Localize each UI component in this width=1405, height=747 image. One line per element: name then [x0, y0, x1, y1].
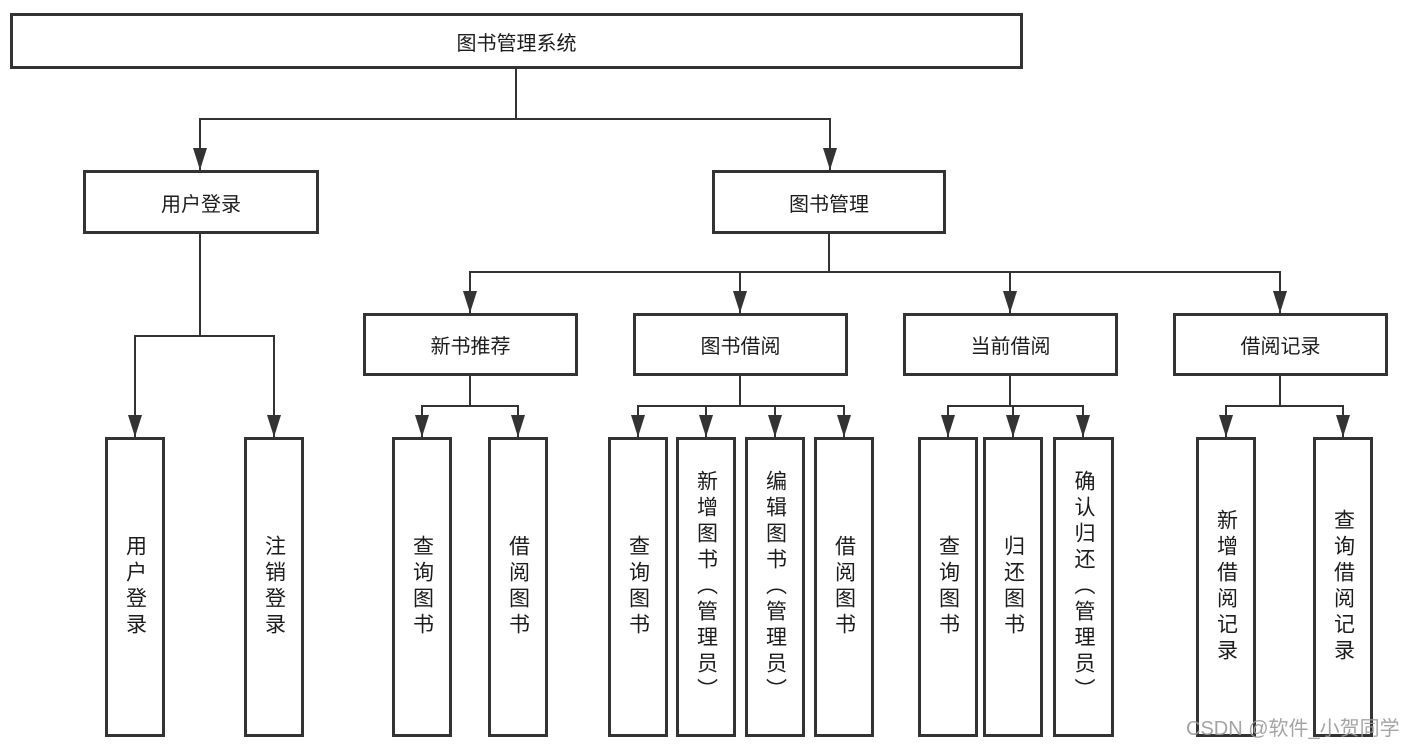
- node-label: 确认归还（管理员）: [1072, 470, 1095, 704]
- arrow-down-icon: [699, 415, 713, 437]
- node-label: 借阅记录: [1240, 336, 1321, 358]
- connector-hline: [469, 271, 1281, 273]
- node-label: 新书推荐: [430, 336, 511, 358]
- node-borrowing-records: 借阅记录: [1173, 313, 1388, 376]
- node-user-login: 用户登录: [83, 170, 319, 234]
- connector-vline: [199, 118, 201, 170]
- arrow-down-icon: [733, 291, 747, 313]
- connector-vline: [469, 376, 471, 406]
- leaf-return-books: 归还图书: [983, 437, 1043, 737]
- arrow-down-icon: [128, 415, 142, 437]
- leaf-borrow-books: 借阅图书: [814, 437, 874, 737]
- node-current-borrowing: 当前借阅: [903, 313, 1118, 376]
- node-label: 查询图书: [410, 535, 434, 639]
- node-label: 借阅图书: [506, 535, 530, 639]
- arrow-down-icon: [1219, 415, 1233, 437]
- leaf-add-books-admin: 新增图书（管理员）: [676, 437, 736, 737]
- connector-vline: [1279, 376, 1281, 406]
- node-label: 查询借阅记录: [1331, 509, 1355, 665]
- node-label: 图书借阅: [700, 336, 781, 358]
- arrow-down-icon: [823, 148, 837, 170]
- connector-vline: [828, 234, 830, 272]
- leaf-borrow-books-recommend: 借阅图书: [488, 437, 548, 737]
- node-label: 当前借阅: [970, 336, 1051, 358]
- leaf-query-books-borrow: 查询图书: [608, 437, 668, 737]
- node-new-book-recommendation: 新书推荐: [363, 313, 578, 376]
- node-label: 新增图书（管理员）: [694, 470, 718, 704]
- arrow-down-icon: [1003, 291, 1017, 313]
- node-label: 归还图书: [1001, 535, 1025, 639]
- leaf-edit-books-admin: 编辑图书（管理员）: [745, 437, 805, 737]
- connector-hline: [637, 405, 845, 407]
- leaf-query-books-current: 查询图书: [918, 437, 978, 737]
- node-label: 用户登录: [161, 193, 241, 216]
- leaf-query-borrow-record: 查询借阅记录: [1313, 437, 1373, 737]
- leaf-confirm-return-admin: 确认归还（管理员）: [1053, 437, 1114, 737]
- connector-vline: [199, 234, 201, 336]
- node-label: 编辑图书（管理员）: [763, 470, 787, 704]
- node-book-borrowing: 图书借阅: [633, 313, 848, 376]
- node-book-management: 图书管理: [712, 170, 946, 234]
- connector-hline: [947, 405, 1084, 407]
- connector-hline: [134, 335, 275, 337]
- connector-vline: [1009, 376, 1011, 406]
- arrow-down-icon: [837, 415, 851, 437]
- arrow-down-icon: [193, 148, 207, 170]
- arrow-down-icon: [631, 415, 645, 437]
- node-label: 新增借阅记录: [1214, 509, 1238, 665]
- arrow-down-icon: [1076, 415, 1090, 437]
- node-label: 查询图书: [626, 535, 650, 639]
- connector-hline: [1225, 405, 1344, 407]
- arrow-down-icon: [267, 415, 281, 437]
- connector-hline: [199, 118, 831, 120]
- leaf-query-books-recommend: 查询图书: [392, 437, 452, 737]
- arrow-down-icon: [941, 415, 955, 437]
- node-label: 查询图书: [936, 535, 960, 639]
- connector-vline: [739, 376, 741, 406]
- connector-vline: [134, 335, 136, 437]
- leaf-logout: 注销登录: [244, 437, 304, 737]
- leaf-add-borrow-record: 新增借阅记录: [1196, 437, 1256, 737]
- node-label: 注销登录: [262, 535, 286, 639]
- arrow-down-icon: [511, 415, 525, 437]
- connector-hline: [421, 405, 519, 407]
- node-label: 图书管理: [789, 193, 869, 216]
- node-library-system: 图书管理系统: [10, 13, 1023, 69]
- arrow-down-icon: [1336, 415, 1350, 437]
- connector-vline: [515, 69, 517, 119]
- connector-vline: [273, 335, 275, 437]
- arrow-down-icon: [1006, 415, 1020, 437]
- arrow-down-icon: [415, 415, 429, 437]
- node-label: 图书管理系统: [456, 32, 577, 55]
- arrow-down-icon: [768, 415, 782, 437]
- node-label: 用户登录: [123, 535, 147, 639]
- arrow-down-icon: [1273, 291, 1287, 313]
- arrow-down-icon: [463, 291, 477, 313]
- watermark: CSDN @软件_小贺同学: [1186, 718, 1400, 740]
- leaf-user-login: 用户登录: [105, 437, 165, 737]
- node-label: 借阅图书: [832, 535, 856, 639]
- connector-vline: [829, 118, 831, 170]
